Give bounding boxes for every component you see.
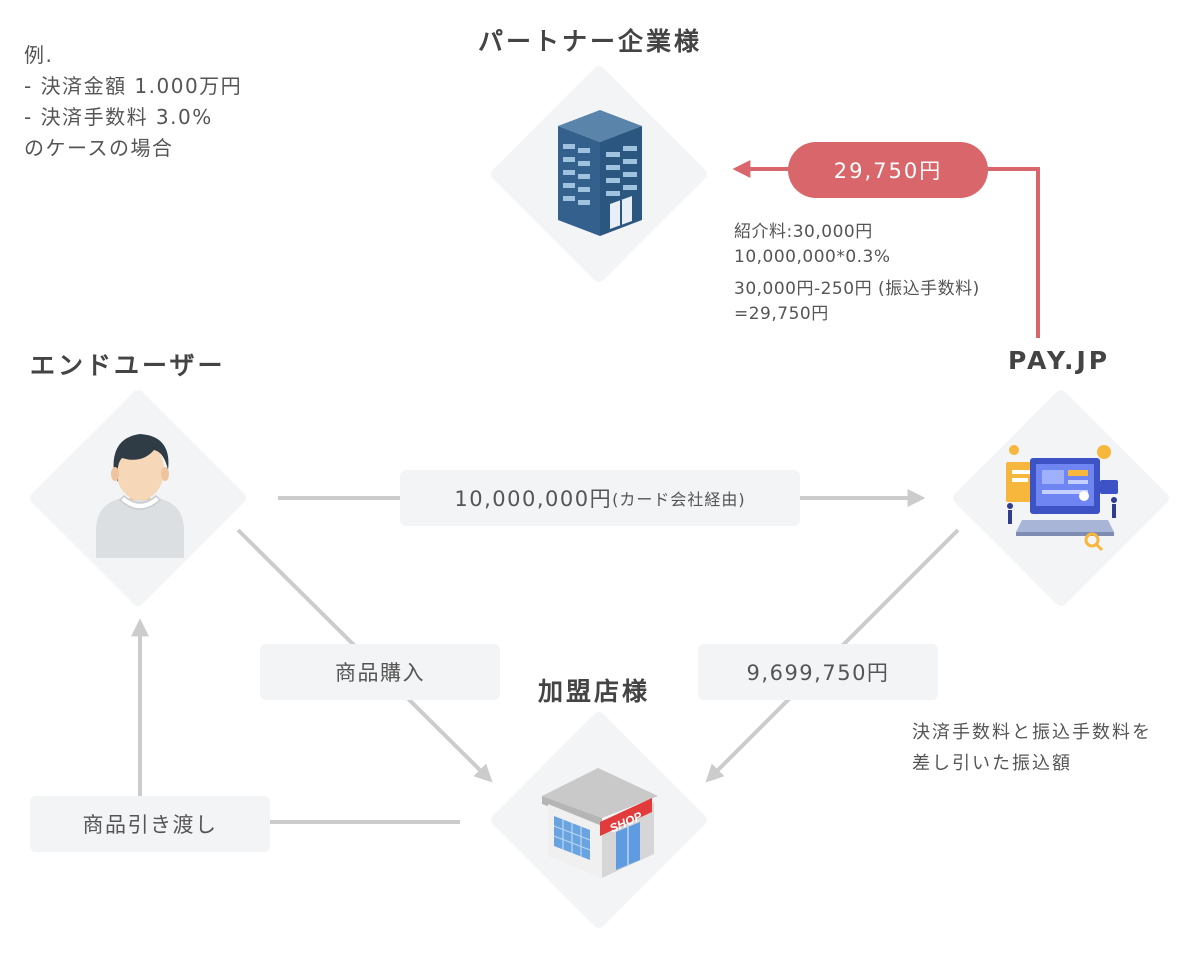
office-building-icon <box>558 110 642 236</box>
partner-title: パートナー企業様 <box>478 27 703 56</box>
example-note-line: - 決済手数料 3.0% <box>24 105 213 129</box>
shop-icon: SHOP <box>542 768 658 878</box>
example-note-line: のケースの場合 <box>24 136 174 160</box>
payjp-title: PAY.JP <box>1008 346 1111 375</box>
transfer-note-line: 決済手数料と振込手数料を <box>912 722 1152 743</box>
fee-note-line: 10,000,000*0.3% <box>734 246 891 267</box>
partner-payout-amount: 29,750円 <box>833 159 943 183</box>
fee-note-line: =29,750円 <box>734 303 829 324</box>
purchase-label: 商品購入 <box>335 661 425 685</box>
partner-payout-pill: 29,750円 <box>788 142 988 198</box>
payment-flow-box: 10,000,000円(カード会社経由) <box>400 470 800 526</box>
fee-note-line: 紹介料:30,000円 <box>734 222 873 242</box>
delivery-label: 商品引き渡し <box>82 813 218 837</box>
purchase-flow-box: 商品購入 <box>260 644 500 700</box>
example-note-line: - 決済金額 1.000万円 <box>24 74 243 98</box>
payment-platform-illustration-icon <box>1006 445 1118 552</box>
user-avatar-icon <box>96 434 184 558</box>
delivery-flow-box: 商品引き渡し <box>30 796 270 852</box>
payment-amount: 10,000,000円 <box>454 487 613 511</box>
transfer-note-line: 差し引いた振込額 <box>912 752 1072 774</box>
example-note-line: 例. <box>24 43 54 67</box>
end-user-title: エンドユーザー <box>30 351 226 380</box>
fee-note-line: 30,000円-250円 (振込手数料) <box>734 279 980 300</box>
transfer-note: 決済手数料と振込手数料を 差し引いた振込額 <box>912 718 1152 779</box>
merchant-title: 加盟店様 <box>538 677 651 706</box>
transfer-flow-box: 9,699,750円 <box>698 644 938 700</box>
payment-route-note: (カード会社経由) <box>612 490 746 509</box>
transfer-amount: 9,699,750円 <box>746 661 890 685</box>
example-note: 例. - 決済金額 1.000万円 - 決済手数料 3.0% のケースの場合 <box>24 40 242 164</box>
referral-fee-note: 紹介料:30,000円 10,000,000*0.3% 30,000円-250円… <box>734 220 980 327</box>
